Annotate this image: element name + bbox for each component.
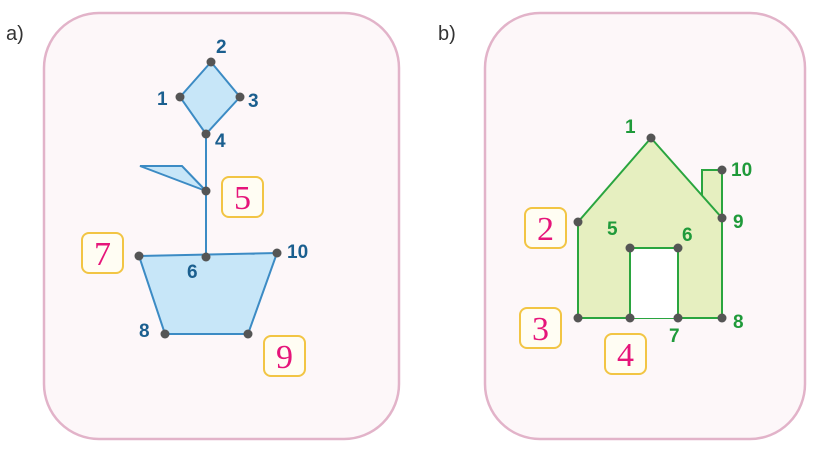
point-dot [717,213,727,223]
point-dot [160,329,170,339]
panel-label: a) [6,23,24,45]
point-dot [717,313,727,323]
point-label: 8 [139,321,150,342]
point-label: 9 [733,212,744,233]
point-label: 3 [248,91,259,112]
point-label: 1 [625,117,636,138]
number-box-label: 5 [234,180,251,217]
panel-a: a) 1 2 3 4 6 8 10 5 [6,11,401,441]
point-dot [201,186,211,196]
panel-label: b) [438,23,456,45]
point-dot [717,165,727,175]
point-dot [673,243,683,253]
number-box-label: 3 [532,311,549,348]
point-label: 4 [215,131,226,152]
point-label: 7 [669,326,680,347]
number-box-label: 4 [617,337,634,374]
number-box: 4 [604,333,647,375]
point-label: 6 [682,225,693,246]
number-box-label: 7 [94,236,111,273]
point-dot [625,243,635,253]
number-box: 5 [221,176,264,218]
point-dot [175,92,185,102]
house-chimney [701,169,723,218]
point-dot [573,313,583,323]
number-box-label: 9 [276,339,293,376]
point-label: 10 [287,242,308,263]
point-dot [243,329,253,339]
point-dot [134,251,144,261]
point-dot [206,57,216,67]
point-dot [673,313,683,323]
panel-frame [42,11,401,441]
point-dot [272,248,282,258]
point-label: 6 [187,262,198,283]
point-label: 1 [157,89,168,110]
point-label: 5 [607,219,618,240]
point-dot [201,129,211,139]
number-box: 9 [263,335,306,377]
house-door [629,247,679,318]
point-dot [646,133,656,143]
point-label: 10 [731,160,752,181]
panel-b: b) 1 5 6 7 8 9 10 2 3 [438,11,807,441]
point-dot [201,252,211,262]
point-label: 8 [733,312,744,333]
point-dot [625,313,635,323]
flower-leaf [139,165,207,192]
number-box: 2 [524,207,567,249]
number-box: 3 [519,307,562,349]
point-label: 2 [216,37,227,58]
point-dot [235,92,245,102]
point-dot [573,217,583,227]
number-box-label: 2 [537,211,554,248]
number-box: 7 [81,232,124,274]
